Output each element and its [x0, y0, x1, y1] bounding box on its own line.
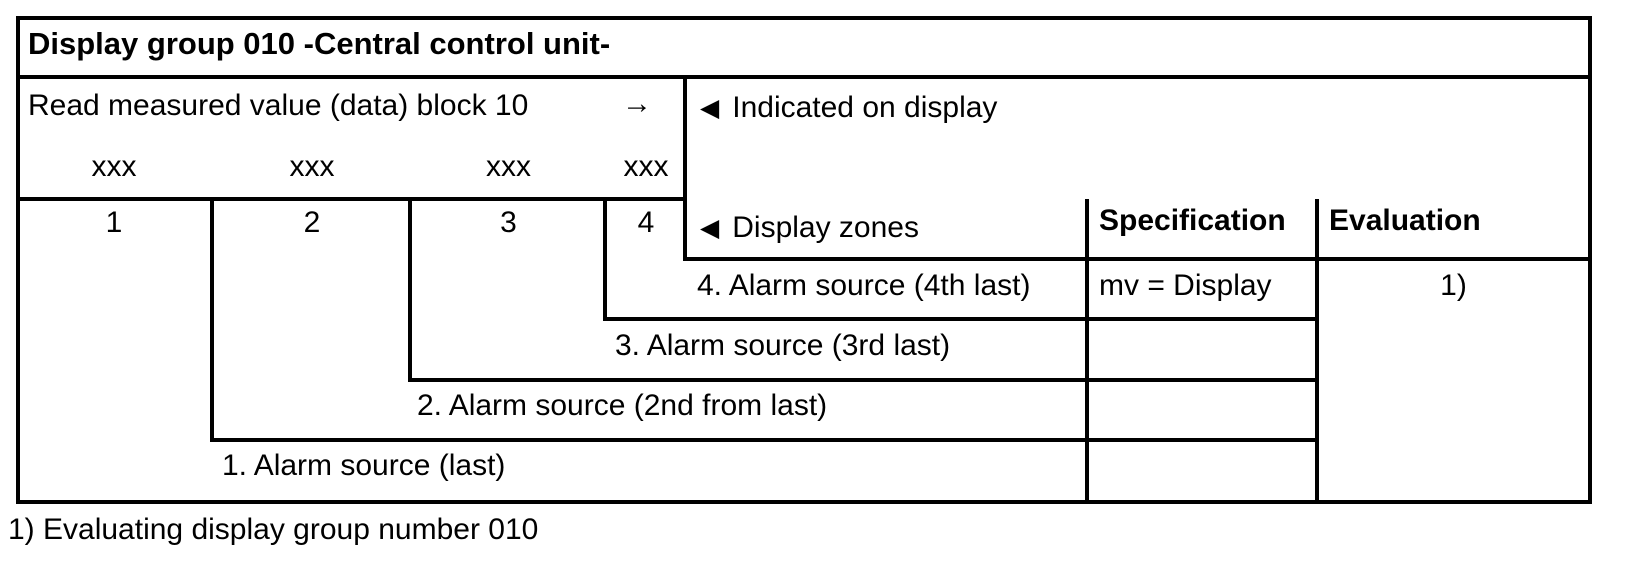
value-placeholder-3: xxx [486, 150, 531, 183]
value-placeholder-4: xxx [623, 150, 669, 183]
value-placeholder-2: xxx [289, 150, 335, 183]
border-left [16, 16, 20, 504]
legend-display-zones-label: Display zones [732, 211, 919, 244]
zone-number-4: 4 [637, 206, 655, 239]
header-bottom-line [683, 257, 1592, 261]
row-3-description: 3. Alarm source (3rd last) [615, 329, 951, 362]
legend-indicated-on-display: ◀ Indicated on display [700, 90, 997, 126]
row4-bottom-line [603, 317, 1319, 321]
specification-right-line [1315, 199, 1319, 504]
zone-number-3: 3 [500, 206, 517, 239]
row2-bottom-line [210, 438, 1319, 442]
border-bottom [16, 500, 1592, 504]
zone-header-top-line [16, 197, 687, 201]
right-arrow-icon: → [622, 87, 652, 120]
left-triangle-icon: ◀ [700, 93, 720, 122]
zone1-2-separator [210, 197, 214, 442]
table-title: Display group 010 -Central control unit- [28, 26, 611, 61]
border-top [16, 16, 1592, 20]
row-4-description: 4. Alarm source (4th last) [697, 269, 1031, 302]
zone3-4-separator [603, 197, 607, 321]
column-header-evaluation: Evaluation [1329, 204, 1481, 237]
title-separator-line [16, 75, 1592, 79]
row3-bottom-line [408, 378, 1319, 382]
zone-number-1: 1 [105, 206, 123, 239]
row-4-evaluation: 1) [1440, 269, 1467, 302]
zone2-3-separator [408, 197, 412, 382]
specification-left-line [1085, 199, 1089, 504]
legend-indicated-label: Indicated on display [732, 91, 998, 124]
column-header-specification: Specification [1099, 204, 1286, 237]
row-1-description: 1. Alarm source (last) [222, 449, 506, 482]
read-block-label: Read measured value (data) block 10 [28, 89, 529, 122]
legend-panel-left-line [683, 75, 687, 261]
zone-number-2: 2 [303, 206, 321, 239]
row-4-specification: mv = Display [1099, 269, 1272, 302]
left-triangle-icon: ◀ [700, 213, 720, 242]
border-right [1588, 16, 1592, 504]
legend-display-zones: ◀ Display zones [700, 210, 919, 246]
value-placeholder-1: xxx [91, 150, 137, 183]
row-2-description: 2. Alarm source (2nd from last) [417, 389, 828, 422]
footnote: 1) Evaluating display group number 010 [8, 513, 539, 546]
